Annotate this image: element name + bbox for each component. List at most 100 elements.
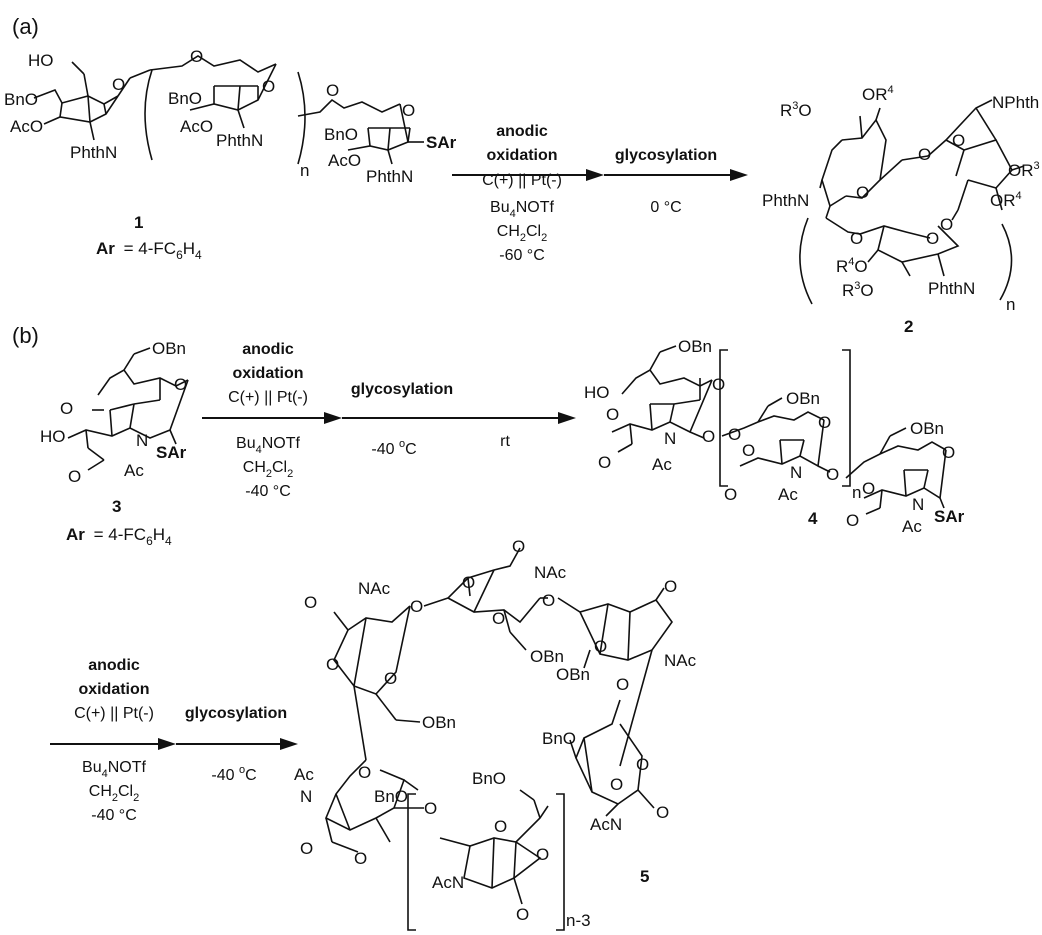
atom-PhthN-2: PhthN [216, 131, 263, 150]
compound-1-structure: HO BnO AcO O PhthN O BnO AcO O PhthN n O… [4, 47, 457, 186]
a-ch: CH [497, 223, 520, 240]
atom-O-5-ul-ring: O [384, 669, 397, 688]
or3-right-OR: OR [1008, 161, 1034, 180]
a-solvent: CH2Cl2 [497, 223, 547, 244]
b1-reagent: Bu4NOTf [236, 435, 300, 456]
compound-1-ar-definition: Ar = 4-FC6H4 [96, 239, 202, 262]
panel-label-a: (a) [12, 14, 39, 39]
atom-N-4c: N [912, 495, 924, 514]
b2-anodic: anodic [88, 657, 140, 674]
a-cl-sub: 2 [541, 232, 547, 244]
a-notf: NOTf [516, 199, 555, 216]
ar-sub6-3: 6 [146, 534, 153, 548]
atom-O-5-rep-ring: O [494, 817, 507, 836]
atom-O-ring: O [112, 75, 125, 94]
r4-bottom-R: R [836, 257, 848, 276]
compound-2-structure: R3O OR4 O PhthN O NPhth O OR3 OR4 O O O … [762, 84, 1040, 314]
atom-OBn-3: OBn [152, 339, 186, 358]
atom-OR4-left: OR4 [862, 84, 894, 104]
b1-bu: Bu [236, 435, 256, 452]
b2-ch-sub: 2 [112, 792, 118, 804]
atom-O-5-rep-a: O [536, 845, 549, 864]
atom-O-5-carbonyl-top: O [512, 537, 525, 556]
b1-glycosylation: glycosylation [351, 381, 453, 398]
atom-O-5-link-tr: O [542, 591, 555, 610]
atom-OBn-5-ul: OBn [422, 713, 456, 732]
atom-BnO-5-lr: BnO [542, 729, 576, 748]
atom-subscript-n-2: n [1006, 295, 1015, 314]
atom-Ac-4c: Ac [902, 517, 922, 536]
atom-O-link: O [190, 47, 203, 66]
b1-ch-sub: 2 [266, 468, 272, 480]
atom-OBn-5-ur: OBn [556, 665, 590, 684]
atom-Ac-4a: Ac [652, 455, 672, 474]
ar-H-1: H [183, 239, 195, 258]
compound-5-label: 5 [640, 867, 649, 886]
atom-O-bottom-ring: O [926, 229, 939, 248]
panel-label-b: (b) [12, 323, 39, 348]
b1-cl-sub: 2 [287, 468, 293, 480]
atom-SAr-3: SAr [156, 443, 187, 462]
r3-bottom-O: O [860, 281, 873, 300]
b2-cl: Cl [118, 783, 133, 800]
b1-t2-val: -40 [371, 441, 399, 458]
atom-R3-bottom: R3O [842, 280, 874, 300]
atom-OBn-5-top: OBn [530, 647, 564, 666]
atom-O-5-carbonyl-ul: O [304, 593, 317, 612]
r3-left-O: O [798, 101, 811, 120]
compound-5-structure: O NAc O O OBn O O O NAc O O OBn O O NAc … [294, 537, 697, 931]
atom-BnO-2: BnO [168, 89, 202, 108]
b2-temp1: -40 °C [91, 807, 137, 824]
atom-O-carbonyl-4a: O [598, 453, 611, 472]
a-temp1: -60 °C [499, 247, 545, 264]
b1-bu-sub: 4 [256, 444, 262, 456]
atom-Ac-4b: Ac [778, 485, 798, 504]
b2-t2-deg: o [239, 764, 245, 776]
compound-2-label: 2 [904, 317, 913, 336]
atom-O-5-link-tl: O [410, 597, 423, 616]
atom-OBn-4c: OBn [910, 419, 944, 438]
atom-O-bridge-left: O [850, 229, 863, 248]
ar-label-1: Ar [96, 239, 115, 258]
atom-subscript-n-a: n [300, 161, 309, 180]
atom-O-carbonyl-4b: O [724, 485, 737, 504]
or4-left-OR: OR [862, 85, 888, 104]
atom-O-ring-3b: O [174, 375, 187, 394]
atom-SAr-1: SAr [426, 133, 457, 152]
a-electrodes: C(+) || Pt(-) [482, 172, 562, 189]
atom-BnO-5-ll: BnO [374, 787, 408, 806]
atom-O-right-ring: O [952, 131, 965, 150]
or4-right-sup: 4 [1016, 190, 1022, 202]
r3-bottom-R: R [842, 281, 854, 300]
ar-sub6-1: 6 [176, 248, 183, 262]
svg-text:Ar = 4-FC6H4: Ar = 4-FC6H4 [66, 525, 172, 548]
b2-cl-sub: 2 [133, 792, 139, 804]
r3-left-sup: 3 [792, 100, 798, 112]
atom-PhthN-left: PhthN [762, 191, 809, 210]
r4-bottom-sup: 4 [848, 256, 854, 268]
atom-AcO: AcO [10, 117, 43, 136]
atom-BnO: BnO [4, 90, 38, 109]
compound-1-label: 1 [134, 213, 143, 232]
atom-O-5-lr-a: O [636, 755, 649, 774]
atom-PhthN: PhthN [70, 143, 117, 162]
a-reagent: Bu4NOTf [490, 199, 554, 220]
atom-AcO-3: AcO [328, 151, 361, 170]
atom-NAc-5-top: NAc [534, 563, 567, 582]
atom-AcN-5-rep: AcN [432, 873, 464, 892]
b2-temp2: -40 oC [211, 764, 256, 784]
atom-O-5-carbonyl-ll: O [300, 839, 313, 858]
compound-4-label: 4 [808, 509, 818, 528]
b2-reagent: Bu4NOTf [82, 759, 146, 780]
r3-left-R: R [780, 101, 792, 120]
r4-bottom-O: O [854, 257, 867, 276]
atom-O-5-top-ring: O [492, 609, 505, 628]
atom-O-link-2: O [326, 81, 339, 100]
atom-PhthN-bottom: PhthN [928, 279, 975, 298]
atom-O-carbonyl-3: O [68, 467, 81, 486]
atom-O-5-ur-ring: O [594, 637, 607, 656]
b2-notf: NOTf [108, 759, 147, 776]
b1-notf: NOTf [262, 435, 301, 452]
b1-t2-deg: o [399, 438, 405, 450]
reaction-b1-conditions: anodic oxidation C(+) || Pt(-) glycosyla… [202, 341, 576, 500]
